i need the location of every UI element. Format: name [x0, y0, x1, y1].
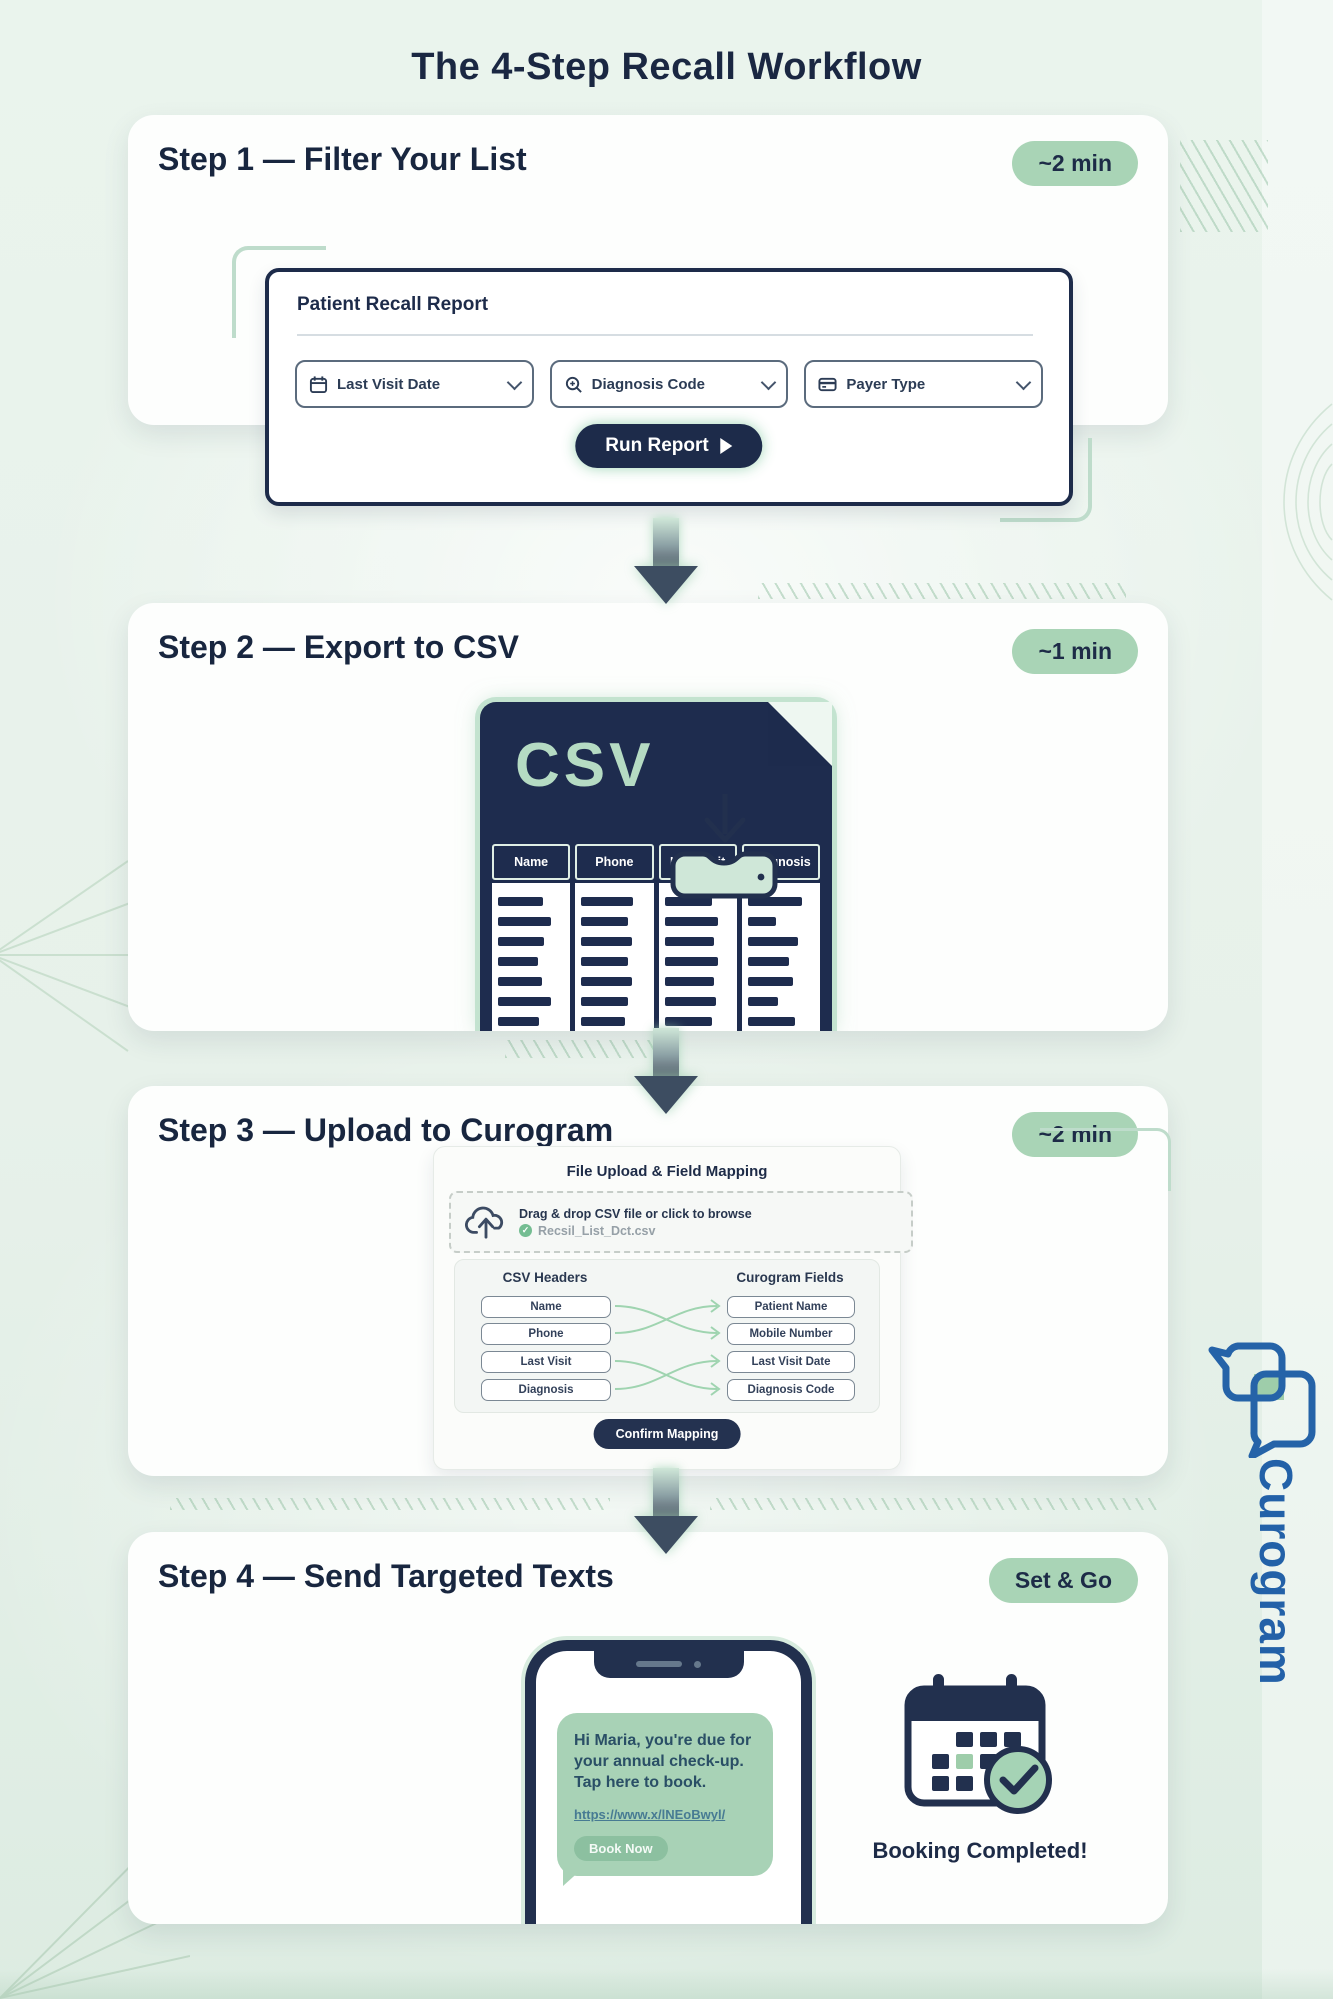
mapping-connector-lines	[614, 1299, 721, 1396]
decor-hatch-lines	[170, 1498, 610, 1510]
csv-headers-title: CSV Headers	[502, 1270, 588, 1285]
bottom-gradient-band	[0, 1969, 1333, 1999]
csv-file-label: CSV	[515, 731, 655, 800]
play-icon	[720, 438, 733, 454]
step1-time-badge: ~2 min	[1012, 141, 1138, 186]
step1-title: Step 1 — Filter Your List	[158, 141, 527, 177]
calendar-booking-icon	[904, 1674, 1052, 1814]
csv-column-header: Name	[492, 844, 571, 880]
right-background-band	[1262, 0, 1333, 1999]
cloud-upload-icon	[465, 1206, 504, 1239]
step3-time-badge: ~2 min	[1012, 1112, 1138, 1157]
folded-corner-icon	[768, 702, 832, 766]
step3-card: Step 3 — Upload to Curogram ~2 min File …	[128, 1086, 1168, 1476]
csv-column-header: Phone	[575, 844, 654, 880]
curogram-logo-icon	[1208, 1342, 1316, 1458]
csv-header-diagnosis[interactable]: Diagnosis	[481, 1379, 611, 1401]
csv-column-phone: Phone	[575, 844, 654, 1031]
decor-hatch-lines	[710, 1498, 1160, 1510]
diagnosis-code-dropdown[interactable]: Diagnosis Code	[549, 360, 789, 408]
filter-row: Last Visit Date Diagnosis Code	[295, 360, 1044, 408]
decor-arc-lines	[1283, 403, 1333, 601]
csv-column-rows	[741, 883, 820, 1031]
booking-completed-caption: Booking Completed!	[872, 1838, 1088, 1863]
confirm-mapping-button[interactable]: Confirm Mapping	[593, 1419, 741, 1449]
csv-dropzone[interactable]: Drag & drop CSV file or click to browse …	[449, 1191, 913, 1253]
credit-card-icon	[818, 377, 837, 391]
patient-recall-report-panel: Patient Recall Report Last Visit Date	[265, 268, 1073, 506]
decor-corner-bracket	[1000, 438, 1092, 522]
uploaded-file-row: ✓ Recsil_List_Dct.csv	[519, 1224, 752, 1238]
field-mapping-zone: CSV Headers Curogram Fields Name Phone L…	[454, 1259, 880, 1413]
uploaded-file-name: Recsil_List_Dct.csv	[538, 1223, 656, 1238]
decor-corner-bracket	[1040, 1128, 1171, 1191]
csv-column-diagnosis: Diagnosis	[741, 844, 820, 1031]
curogram-field-diagnosis-code[interactable]: Diagnosis Code	[727, 1379, 855, 1401]
csv-column-rows	[575, 883, 654, 1031]
dropzone-texts: Drag & drop CSV file or click to browse …	[519, 1207, 752, 1238]
step4-title: Step 4 — Send Targeted Texts	[158, 1558, 614, 1594]
flow-arrow-down-icon	[634, 518, 698, 604]
csv-header-last-visit[interactable]: Last Visit	[481, 1351, 611, 1373]
step2-title: Step 2 — Export to CSV	[158, 629, 519, 665]
payer-type-dropdown[interactable]: Payer Type	[804, 360, 1044, 408]
csv-header-name[interactable]: Name	[481, 1296, 611, 1318]
upload-panel-title: File Upload & Field Mapping	[566, 1163, 768, 1180]
decor-hatch-lines	[758, 583, 1126, 599]
chevron-down-icon	[761, 374, 777, 390]
report-panel-title: Patient Recall Report	[297, 294, 489, 315]
decor-ray-lines	[0, 860, 130, 1052]
curogram-field-patient-name[interactable]: Patient Name	[727, 1296, 855, 1318]
booking-link[interactable]: https://www.x/lNEoBwyl/	[574, 1807, 726, 1823]
decor-corner-bracket	[232, 246, 326, 338]
chevron-down-icon	[506, 374, 522, 390]
step3-title: Step 3 — Upload to Curogram	[158, 1112, 614, 1148]
curogram-field-last-visit-date[interactable]: Last Visit Date	[727, 1351, 855, 1373]
csv-column-rows	[492, 883, 571, 1031]
dropzone-instruction: Drag & drop CSV file or click to browse	[519, 1206, 752, 1221]
csv-header-phone[interactable]: Phone	[481, 1323, 611, 1345]
step2-card: Step 2 — Export to CSV ~1 min CSV Name P…	[128, 603, 1168, 1031]
run-report-label: Run Report	[605, 435, 709, 456]
phone-notch	[593, 1650, 744, 1678]
page-title: The 4-Step Recall Workflow	[411, 46, 922, 88]
csv-column-rows	[658, 883, 737, 1031]
curogram-field-mobile-number[interactable]: Mobile Number	[727, 1323, 855, 1345]
download-icon	[670, 794, 778, 899]
last-visit-date-dropdown[interactable]: Last Visit Date	[295, 360, 534, 408]
dropdown-label: Payer Type	[846, 375, 926, 393]
phone-camera-dot	[694, 1660, 701, 1668]
csv-column-name: Name	[492, 844, 571, 1031]
decor-hatch-lines	[1180, 140, 1268, 232]
book-now-button[interactable]: Book Now	[574, 1836, 668, 1862]
run-report-button[interactable]: Run Report	[575, 424, 763, 468]
phone-graphic: Hi Maria, you're due for your annual che…	[525, 1640, 812, 1924]
curogram-logo-text: Curogram	[1250, 1458, 1302, 1686]
decor-hatch-lines	[505, 1040, 653, 1058]
phone-speaker	[636, 1661, 682, 1667]
flow-arrow-down-icon	[634, 1468, 698, 1554]
flow-arrow-down-icon	[634, 1028, 698, 1114]
calendar-icon	[309, 375, 328, 393]
step2-time-badge: ~1 min	[1012, 629, 1138, 674]
dropdown-label: Diagnosis Code	[591, 375, 706, 393]
sms-text: Hi Maria, you're due for your annual che…	[574, 1732, 752, 1792]
divider	[297, 334, 1033, 336]
curogram-fields-title: Curogram Fields	[736, 1270, 844, 1285]
search-icon	[565, 376, 582, 393]
chevron-down-icon	[1015, 374, 1032, 390]
file-upload-panel: File Upload & Field Mapping Drag & drop …	[433, 1146, 913, 1470]
step4-badge: Set & Go	[988, 1558, 1138, 1603]
step4-card: Step 4 — Send Targeted Texts Set & Go Hi…	[128, 1532, 1168, 1924]
check-icon: ✓	[519, 1224, 532, 1237]
dropdown-label: Last Visit Date	[337, 375, 441, 393]
sms-bubble: Hi Maria, you're due for your annual che…	[557, 1713, 773, 1887]
